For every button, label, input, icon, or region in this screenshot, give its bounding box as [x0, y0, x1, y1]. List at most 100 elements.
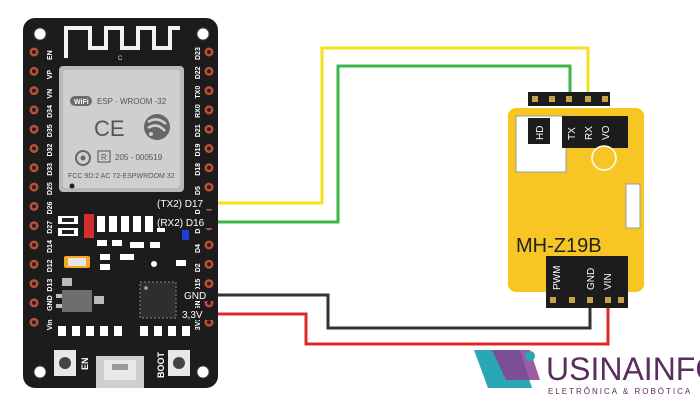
pin-label-right: D23	[195, 47, 202, 60]
wire-red	[214, 294, 610, 346]
pin-hole	[207, 50, 211, 54]
sensor-pin-pwm: PWM	[552, 266, 563, 290]
pin-label-left: Vin	[47, 319, 54, 330]
usb-port	[96, 356, 144, 388]
ce-mark: CE	[94, 116, 125, 141]
pin-label-left: D26	[47, 201, 54, 214]
cert-number: 205 - 000519	[115, 153, 163, 162]
svg-text:GND: GND	[184, 291, 206, 302]
right-pin-header: D23D22TX0RX0D21D19D18D5D17D16D4D2D15GND3…	[195, 47, 214, 330]
callout-d17: (TX2) D17	[155, 197, 217, 210]
wire-yellow	[216, 46, 590, 205]
pin-label-right: D5	[195, 186, 202, 195]
smd-components	[58, 214, 189, 270]
sensor-top-pins	[532, 96, 608, 102]
callout-d16: (RX2) D16	[155, 216, 217, 229]
pin-hole	[32, 262, 36, 267]
wire-black	[214, 293, 592, 330]
usinainfo-logo: USINAINFO ELETRÔNICA & ROBÓTICA	[474, 350, 700, 396]
boot-button-label: BOOT	[156, 351, 166, 378]
sensor-pin-tx: TX	[567, 127, 578, 140]
pin-label-right: D4	[195, 244, 202, 253]
pin-hole	[207, 320, 211, 325]
sensor-name: MH-Z19B	[516, 235, 602, 257]
pin-label-left: D33	[47, 163, 54, 176]
callout-gnd: GND	[180, 289, 214, 302]
pin-label-right: D18	[195, 163, 202, 176]
pin-label-right: D19	[195, 144, 202, 157]
pin-hole	[207, 281, 211, 286]
sensor-pin-vin: VIN	[603, 273, 614, 290]
esp32-board: C WiFi ESP - WROOM -32 CE	[23, 18, 218, 388]
pin-hole	[32, 204, 36, 209]
pin-label-left: EN	[47, 50, 54, 60]
sensor-pin-hd: HD	[535, 126, 546, 140]
pin-label-right: D22	[195, 66, 202, 79]
pin-hole	[32, 185, 36, 190]
en-button[interactable]	[54, 350, 76, 376]
sensor-bottom-pins	[550, 297, 624, 303]
r-mark: R	[101, 153, 107, 162]
sensor-pin-gnd: GND	[586, 268, 597, 290]
sensor-pin-vo: VO	[601, 125, 612, 140]
fcc-gear-icon	[75, 150, 91, 166]
pin-hole	[32, 146, 36, 151]
pin-hole	[207, 243, 211, 247]
svg-text:(RX2) D16: (RX2) D16	[157, 218, 205, 229]
antenna-letter: C	[118, 56, 123, 62]
fcc-line: FCC 9D:2 AC 72-ESPWROOM 32	[68, 173, 175, 180]
pin-label-right: GND	[195, 295, 202, 311]
svg-text:3,3V: 3,3V	[182, 310, 203, 321]
pin-hole	[32, 69, 36, 74]
pin-label-right: D2	[195, 263, 202, 272]
pin-hole	[32, 320, 36, 325]
espressif-logo	[144, 114, 170, 140]
voltage-regulator	[56, 278, 104, 312]
pin-hole	[32, 165, 36, 170]
pin-hole	[207, 165, 211, 170]
pin-label-right: D21	[195, 124, 202, 137]
pin-hole	[207, 107, 211, 112]
pin-label-left: D27	[47, 221, 54, 234]
pin-label-right: TX0	[195, 86, 202, 99]
pin-label-left: D35	[47, 124, 54, 137]
svg-text:WiFi: WiFi	[74, 99, 89, 106]
esp-wroom-module: WiFi ESP - WROOM -32 CE R 205 - 000519 F…	[59, 66, 184, 192]
pin-label-right: RX0	[195, 104, 202, 118]
pin-label-right: 3V3	[195, 318, 202, 331]
wifi-logo: WiFi	[70, 96, 92, 106]
pin-label-left: D14	[47, 240, 54, 253]
pin-hole	[32, 300, 36, 305]
pin-label-left: D34	[47, 105, 54, 118]
antenna-trace	[58, 20, 186, 64]
pin-label-left: D12	[47, 259, 54, 272]
pin-label-right: D15	[195, 279, 202, 292]
pin-hole	[207, 185, 211, 190]
bottom-smd	[58, 326, 190, 336]
pin-hole	[207, 88, 211, 93]
pin-hole	[32, 88, 36, 93]
boot-button[interactable]	[168, 350, 190, 376]
brand-tagline: ELETRÔNICA & ROBÓTICA	[548, 387, 692, 396]
wire-green	[216, 64, 572, 224]
sensor-pin-rx: RX	[584, 126, 595, 140]
en-button-label: EN	[80, 357, 90, 370]
pin-label-left: GND	[47, 295, 54, 311]
pin-hole	[32, 281, 36, 286]
pin-hole	[207, 69, 211, 74]
pin-hole	[207, 146, 211, 151]
pin-hole	[32, 223, 36, 228]
pin-hole	[207, 127, 211, 132]
left-pin-header: ENVPVND34D35D32D33D25D26D27D14D12D13GNDV…	[29, 47, 54, 330]
svg-text:(TX2) D17: (TX2) D17	[157, 199, 204, 210]
pin-label-left: D32	[47, 144, 54, 157]
pin-hole	[207, 300, 211, 305]
module-name: ESP - WROOM -32	[97, 97, 167, 106]
pin-hole	[207, 262, 211, 267]
pin-label-left: VN	[47, 89, 54, 99]
pin-label-left: VP	[47, 70, 54, 80]
pin-hole	[32, 50, 36, 54]
pin-label-left: D13	[47, 279, 54, 292]
usb-uart-chip	[139, 281, 177, 319]
